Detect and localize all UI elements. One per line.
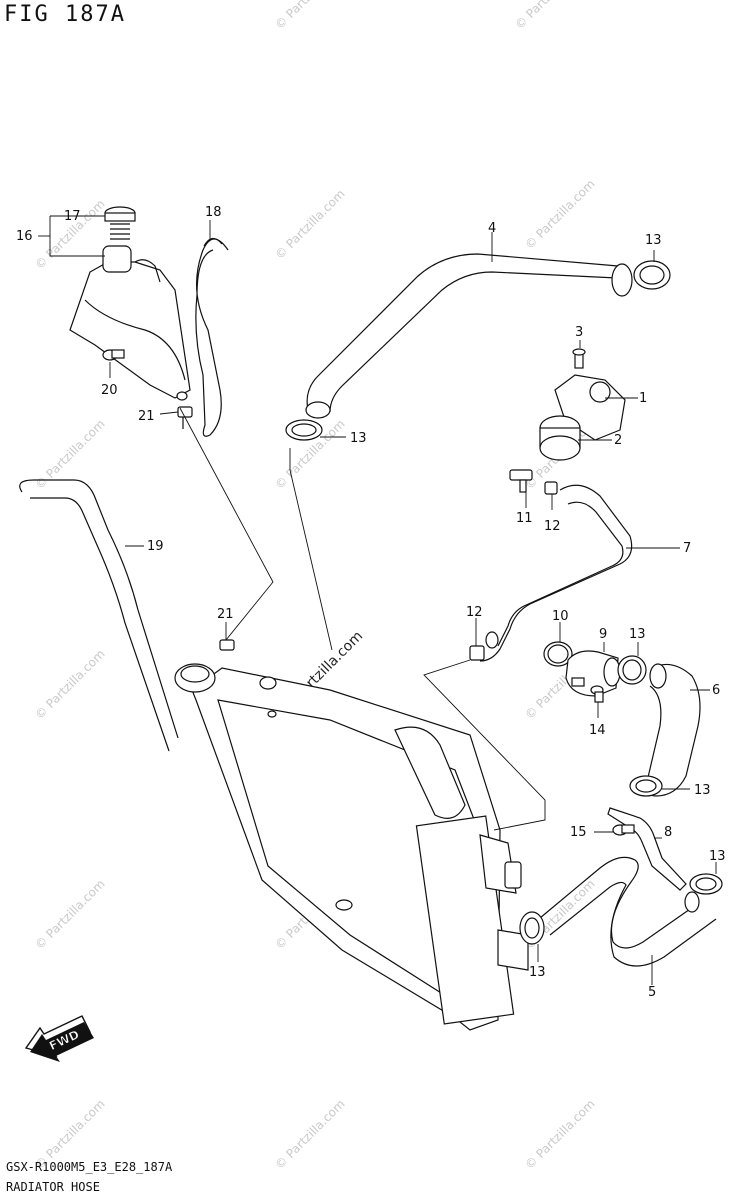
- hose-19: [19, 479, 179, 739]
- callout-13: 13: [694, 783, 711, 798]
- thermostat: [539, 415, 581, 461]
- forward-arrow-icon: FWD: [24, 1015, 94, 1062]
- callout-7: 7: [683, 541, 691, 556]
- callout-17: 17: [64, 209, 81, 224]
- hose-18: [195, 238, 229, 437]
- callout-13: 13: [709, 849, 726, 864]
- hose-6: [645, 663, 701, 797]
- watermark: © Partzilla.com: [32, 417, 107, 492]
- callout-8: 8: [664, 825, 672, 840]
- callout-6: 6: [712, 683, 720, 698]
- watermark: © Partzilla.com: [522, 177, 597, 252]
- callout-10: 10: [552, 609, 569, 624]
- leader-lines: [38, 215, 717, 985]
- watermark: © Partzilla.com: [32, 647, 107, 722]
- reservoir-tank: [69, 245, 191, 401]
- o-ring: [543, 641, 573, 667]
- clip-12-lower: [469, 645, 485, 661]
- clamp-13-e: [689, 873, 723, 895]
- clamp-13-a: [633, 260, 671, 290]
- figure-name: RADIATOR HOSE: [6, 1180, 100, 1194]
- clip-12-upper: [544, 481, 558, 495]
- callout-15: 15: [570, 825, 587, 840]
- reservoir-cap: [104, 206, 136, 240]
- watermark: © Partzilla.com: [272, 0, 347, 32]
- figure-title: FIG 187A: [4, 2, 126, 27]
- clamp-13-d: [629, 775, 663, 797]
- callout-9: 9: [599, 627, 607, 642]
- callout-1: 1: [639, 391, 647, 406]
- figure-code: GSX-R1000M5_E3_E28_187A: [6, 1160, 173, 1174]
- callout-12: 12: [544, 519, 561, 534]
- callout-21: 21: [138, 409, 155, 424]
- hose-4: [305, 253, 633, 419]
- watermark-layer: © Partzilla.com © Partzilla.com © Partzi…: [32, 0, 597, 1172]
- watermark: © Partzilla.com: [522, 1097, 597, 1172]
- clip-21-lower: [219, 639, 235, 651]
- watermark: © Partzilla.com: [32, 877, 107, 952]
- callout-18: 18: [205, 205, 222, 220]
- callout-13: 13: [645, 233, 662, 248]
- callout-3: 3: [575, 325, 583, 340]
- callout-13: 13: [629, 627, 646, 642]
- watermark: © Partzilla.com: [272, 187, 347, 262]
- callout-11: 11: [516, 511, 533, 526]
- bolt-20: [102, 349, 125, 361]
- watermark: © Partzilla.com: [512, 0, 587, 32]
- callout-13: 13: [350, 431, 367, 446]
- bracket-8: [607, 807, 687, 891]
- bolt-15: [612, 824, 635, 836]
- clamp-13-f: [519, 911, 545, 945]
- callout-labels: 1 2 3 4 5 6 7 8 9 10 11 12 12 13 13 13 1…: [16, 205, 726, 1000]
- callout-16: 16: [16, 229, 33, 244]
- callout-13: 13: [529, 965, 546, 980]
- clamp-13-b: [285, 419, 323, 441]
- callout-2: 2: [614, 433, 622, 448]
- water-outlet: [565, 650, 621, 697]
- callout-14: 14: [589, 723, 606, 738]
- callout-5: 5: [648, 985, 656, 1000]
- hose-5: [539, 856, 717, 967]
- radiator: [174, 663, 529, 1031]
- clamp-13-c: [617, 655, 647, 685]
- callout-19: 19: [147, 539, 164, 554]
- callout-4: 4: [488, 221, 496, 236]
- hose-7: [479, 484, 633, 662]
- bolt-11: [509, 469, 533, 493]
- callout-21: 21: [217, 607, 234, 622]
- callout-20: 20: [101, 383, 118, 398]
- watermark: © Partzilla.com: [272, 1097, 347, 1172]
- callout-12: 12: [466, 605, 483, 620]
- bolt-14: [590, 685, 604, 703]
